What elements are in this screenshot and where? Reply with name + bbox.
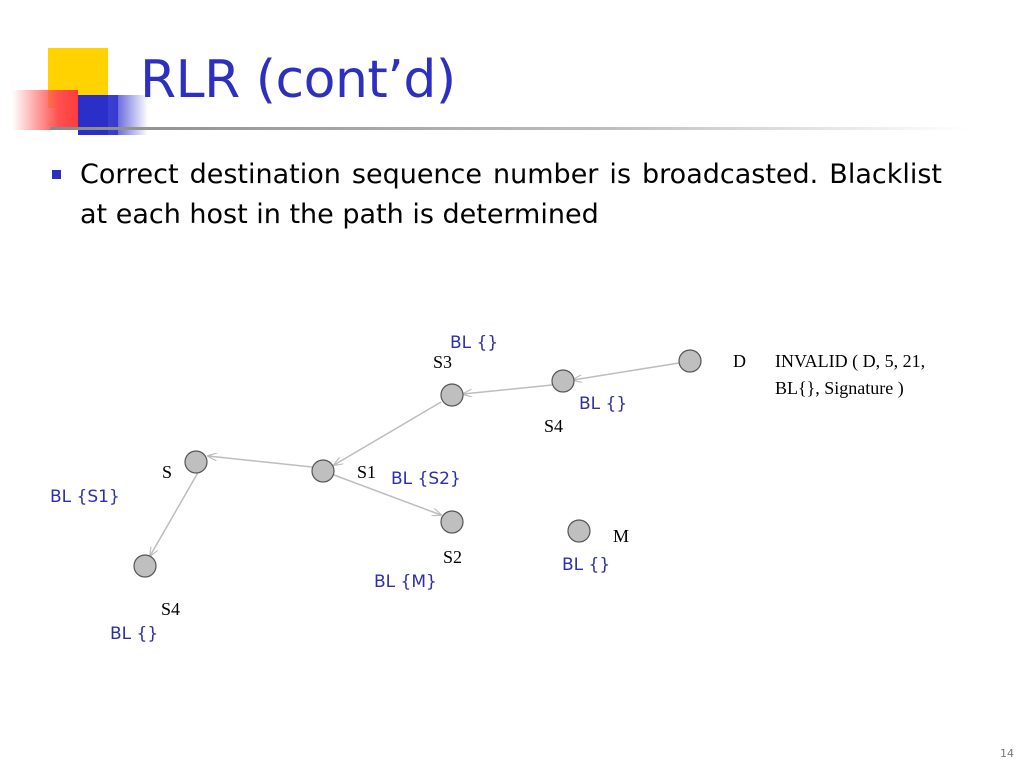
bullet-marker	[52, 170, 61, 179]
blacklist-s1: BL {S2}	[391, 469, 461, 489]
page-number: 14	[1000, 747, 1014, 760]
edge-s3-to-s1	[334, 401, 442, 465]
node-s1	[311, 459, 335, 483]
label-s4-bottom: S4	[161, 599, 180, 619]
label-s4-top: S4	[544, 416, 563, 436]
label-s3: S3	[433, 352, 452, 372]
node-s	[184, 450, 208, 474]
label-s2: S2	[443, 547, 462, 567]
node-s4-top	[551, 369, 575, 393]
node-d	[678, 349, 702, 373]
blacklist-s4-bottom: BL {}	[110, 624, 158, 644]
blacklist-s2: BL {M}	[374, 572, 437, 592]
edge-s1-to-s2	[333, 474, 441, 515]
slide-title: RLR (cont’d)	[140, 50, 456, 110]
title-underline	[50, 127, 970, 130]
label-m: M	[613, 526, 629, 546]
edge-s1-to-s	[208, 456, 313, 468]
blacklist-s: BL {S1}	[50, 487, 120, 507]
message-line-1: INVALID ( D, 5, 21,	[775, 351, 925, 372]
label-s: S	[162, 462, 172, 482]
decor-red-square	[12, 90, 78, 130]
edge-s-to-s4	[150, 468, 201, 556]
label-s1: S1	[357, 462, 376, 482]
message-line-2: BL{}, Signature )	[775, 378, 904, 399]
blacklist-s3: BL {}	[450, 333, 498, 353]
node-m	[567, 519, 591, 543]
blacklist-m: BL {}	[562, 555, 610, 575]
edge-s4-to-s3	[463, 384, 553, 394]
node-s4-bottom	[133, 554, 157, 578]
node-s2	[440, 510, 464, 534]
node-s3	[440, 383, 464, 407]
edge-d-to-s4	[573, 362, 680, 380]
bullet-text: Correct destination sequence number is b…	[80, 159, 942, 230]
label-d: D	[733, 351, 746, 371]
blacklist-s4-top: BL {}	[579, 394, 627, 414]
